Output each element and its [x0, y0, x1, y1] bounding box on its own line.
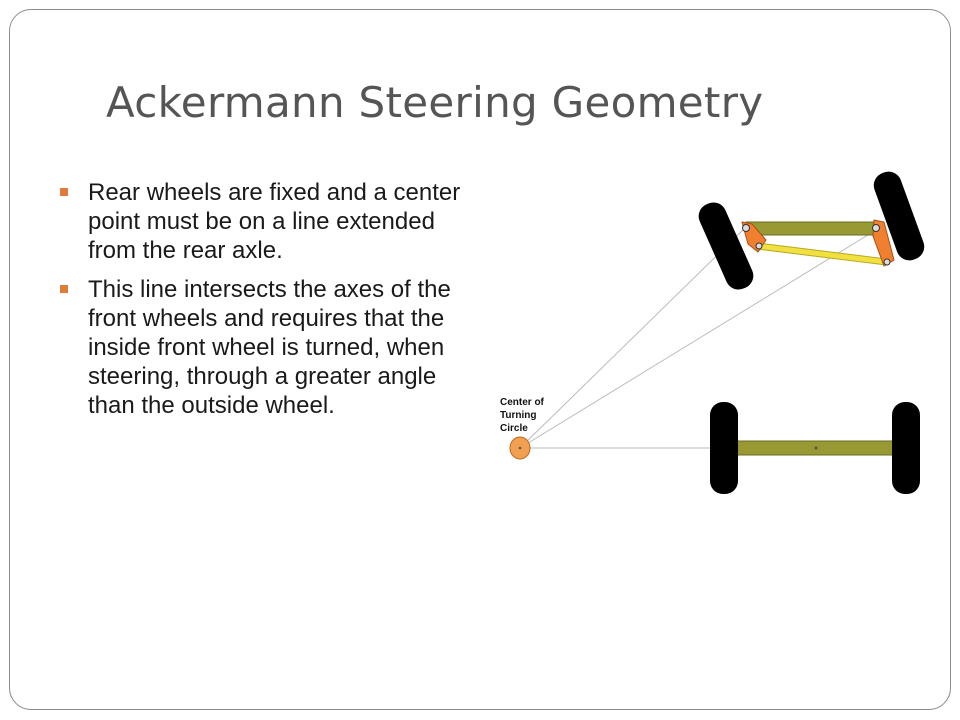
construction-line-left-wheel	[519, 227, 746, 449]
left-tie-rod-joint	[755, 242, 763, 250]
rear-left-tire	[710, 402, 738, 494]
bullet-item: This line intersects the axes of the fro…	[58, 275, 468, 420]
construction-line-right-wheel	[519, 229, 877, 449]
rear-right-tire	[892, 402, 920, 494]
turning-center-label-line: Center of	[500, 397, 545, 408]
turning-center-label: Center of Turning Circle	[500, 397, 547, 434]
right-kingpin-pivot	[872, 224, 880, 232]
turning-center-label-line: Circle	[500, 423, 528, 434]
bullet-text: Rear wheels are fixed and a center point…	[88, 179, 461, 264]
slide-frame	[9, 9, 951, 710]
front-axle	[745, 221, 879, 236]
front-left-tire	[698, 202, 754, 290]
bullet-list: Rear wheels are fixed and a center point…	[58, 178, 468, 430]
front-right-tire	[873, 171, 925, 261]
bullet-text: This line intersects the axes of the fro…	[88, 276, 451, 419]
left-kingpin-pivot	[742, 224, 750, 232]
turning-center-dot	[518, 446, 522, 450]
bullet-item: Rear wheels are fixed and a center point…	[58, 178, 468, 265]
rear-axle-center-dot	[814, 446, 818, 450]
slide-title: Ackermann Steering Geometry	[106, 78, 764, 127]
ackermann-diagram: Center of Turning Circle	[500, 171, 925, 494]
bullet-square-icon	[60, 188, 68, 196]
right-tie-rod-joint	[883, 258, 891, 266]
tie-rod	[756, 242, 888, 266]
bullet-square-icon	[60, 285, 68, 293]
turning-center-label-line: Turning	[500, 410, 536, 421]
